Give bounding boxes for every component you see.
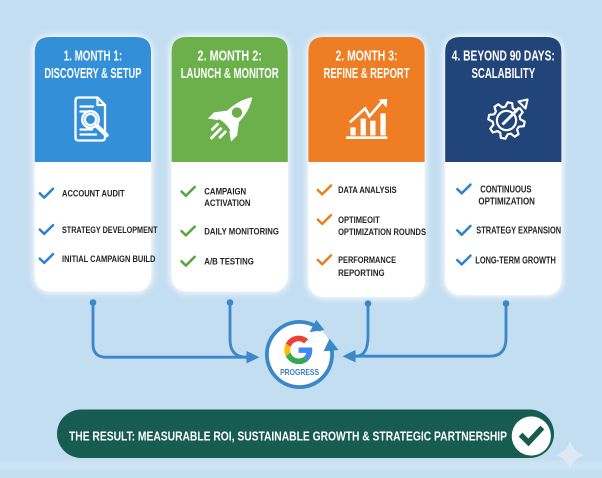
- svg-text:STRATEGY DEVELOPMENT: STRATEGY DEVELOPMENT: [62, 225, 158, 235]
- svg-text:CAMPAIGN: CAMPAIGN: [204, 187, 246, 197]
- svg-text:OPTIMIZATION ROUNDS: OPTIMIZATION ROUNDS: [338, 227, 426, 237]
- svg-text:1. MONTH 1:: 1. MONTH 1:: [64, 48, 123, 64]
- svg-text:PERFORMANCE: PERFORMANCE: [338, 255, 396, 265]
- svg-text:OPTIMEOIT: OPTIMEOIT: [338, 215, 380, 225]
- svg-text:LONG-TERM GROWTH: LONG-TERM GROWTH: [475, 255, 556, 266]
- svg-text:CONTINUOUS: CONTINUOUS: [480, 184, 532, 195]
- svg-text:LAUNCH & MONITOR: LAUNCH & MONITOR: [181, 66, 279, 82]
- svg-text:ACCOUNT AUDIT: ACCOUNT AUDIT: [62, 189, 125, 199]
- svg-text:DISCOVERY & SETUP: DISCOVERY & SETUP: [44, 66, 141, 82]
- svg-text:2. MONTH 3:: 2. MONTH 3:: [336, 48, 398, 64]
- svg-text:INITIAL CAMPAIGN BUILD: INITIAL CAMPAIGN BUILD: [62, 254, 156, 264]
- svg-text:2. MONTH 2:: 2. MONTH 2:: [198, 48, 262, 64]
- svg-text:OPTIMIZATION: OPTIMIZATION: [478, 196, 535, 207]
- svg-text:PROGRESS: PROGRESS: [280, 368, 319, 377]
- svg-text:A/B TESTING: A/B TESTING: [204, 257, 254, 267]
- svg-text:DATA ANALYSIS: DATA ANALYSIS: [338, 185, 397, 195]
- svg-text:REPORTING: REPORTING: [338, 268, 385, 278]
- svg-text:4. BEYOND 90 DAYS:: 4. BEYOND 90 DAYS:: [452, 48, 555, 64]
- svg-text:REFINE & REPORT: REFINE & REPORT: [324, 66, 410, 82]
- svg-text:ACTIVATION: ACTIVATION: [204, 198, 250, 208]
- svg-text:STRATEGY EXPANSION: STRATEGY EXPANSION: [476, 226, 561, 237]
- svg-text:SCALABILITY: SCALABILITY: [471, 66, 535, 82]
- svg-text:THE RESULT: MEASURABLE ROI, SU: THE RESULT: MEASURABLE ROI, SUSTAINABLE …: [69, 429, 507, 444]
- svg-text:DAILY MONITORING: DAILY MONITORING: [204, 226, 279, 236]
